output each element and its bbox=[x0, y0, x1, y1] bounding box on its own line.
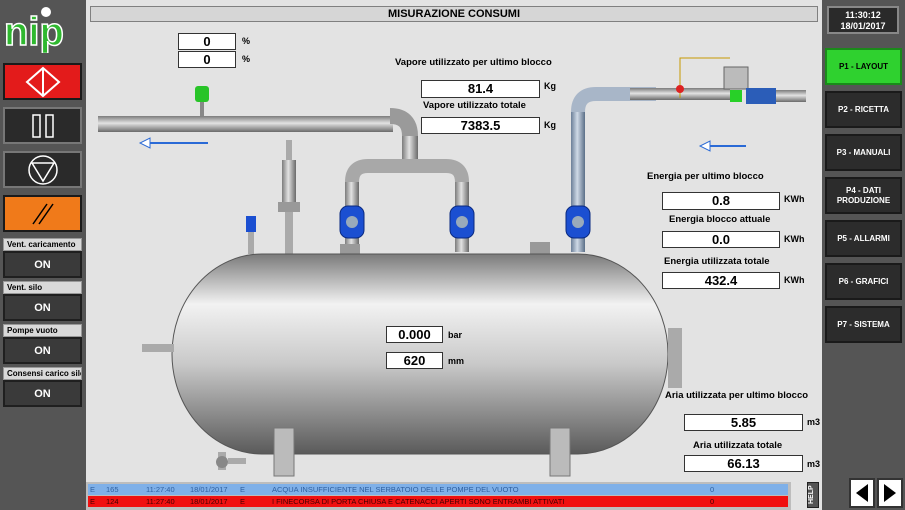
green-sensor bbox=[195, 86, 209, 116]
percent-value-1: 0 bbox=[178, 33, 236, 50]
pompe-vuoto-toggle[interactable]: ON bbox=[3, 337, 82, 364]
air-last-block-label: Aria utilizzata per ultimo blocco bbox=[665, 390, 809, 401]
alarm-row[interactable]: E 124 11:27:40 18/01/2017 E I FINECORSA … bbox=[88, 496, 788, 507]
energy-current-unit: KWh bbox=[784, 234, 805, 244]
alarm-list[interactable]: E 165 11:27:40 18/01/2017 E ACQUA INSUFF… bbox=[86, 482, 791, 510]
energy-last-block-unit: KWh bbox=[784, 194, 805, 204]
nav-p1-layout[interactable]: P1 - LAYOUT bbox=[825, 48, 902, 85]
nav-p3-manuali[interactable]: P3 - MANUALI bbox=[825, 134, 902, 171]
air-last-block-unit: m3 bbox=[807, 417, 821, 427]
tank-level-unit: mm bbox=[448, 356, 465, 366]
steam-last-block-value: 81.4 bbox=[421, 80, 540, 98]
safety-valve bbox=[278, 140, 300, 254]
energy-total-value: 432.4 bbox=[662, 272, 780, 289]
regulating-valve bbox=[676, 57, 806, 104]
drain-valve bbox=[216, 452, 246, 470]
left-control-panel: nip Vent. caricamento ON Vent. silo ON P… bbox=[0, 0, 86, 510]
vent-silo-toggle[interactable]: ON bbox=[3, 294, 82, 321]
tank-pressure-value: 0.000 bbox=[386, 326, 443, 343]
nip-logo: nip bbox=[3, 7, 65, 53]
energy-total-unit: KWh bbox=[784, 275, 805, 285]
small-blue-valve bbox=[246, 216, 256, 254]
reset-button[interactable] bbox=[3, 195, 82, 232]
butterfly-valve-3 bbox=[565, 205, 591, 239]
air-last-block-value: 5.85 bbox=[684, 414, 803, 431]
tank-right-gauge bbox=[668, 328, 682, 388]
start-button[interactable] bbox=[3, 63, 82, 100]
energy-total-label: Energia utilizzata totale bbox=[664, 256, 770, 267]
energy-last-block-label: Energia per ultimo blocco bbox=[647, 171, 764, 182]
vent-silo-label: Vent. silo bbox=[3, 281, 82, 294]
nav-p4-dati-produzione[interactable]: P4 - DATI PRODUZIONE bbox=[825, 177, 902, 214]
percent-value-2: 0 bbox=[178, 51, 236, 68]
clock-display: 11:30:12 18/01/2017 bbox=[827, 6, 899, 34]
energy-last-block-value: 0.8 bbox=[662, 192, 780, 210]
pompe-vuoto-label: Pompe vuoto bbox=[3, 324, 82, 337]
next-page-button[interactable] bbox=[877, 478, 903, 508]
steam-total-value: 7383.5 bbox=[421, 117, 540, 134]
tank-level-value: 620 bbox=[386, 352, 443, 369]
air-total-label: Aria utilizzata totale bbox=[693, 440, 783, 451]
energy-current-value: 0.0 bbox=[662, 231, 780, 248]
stop-button[interactable] bbox=[3, 151, 82, 188]
consensi-carico-silo-label: Consensi carico silo bbox=[3, 367, 82, 380]
steam-last-block-label: Vapore utilizzato per ultimo blocco bbox=[395, 57, 552, 68]
butterfly-valve-2 bbox=[449, 205, 475, 239]
steam-pipe-horizontal bbox=[98, 116, 393, 132]
vent-caricamento-toggle[interactable]: ON bbox=[3, 251, 82, 278]
arrow-left-icon bbox=[856, 484, 868, 502]
percent-unit-1: % bbox=[242, 36, 251, 46]
clock-time: 11:30:12 bbox=[845, 10, 881, 20]
pause-icon bbox=[31, 113, 54, 138]
air-total-unit: m3 bbox=[807, 459, 821, 469]
flow-arrow-left-1 bbox=[138, 137, 208, 149]
right-navigation-panel: 11:30:12 18/01/2017 P1 - LAYOUT P2 - RIC… bbox=[822, 0, 905, 510]
alarm-row[interactable]: E 165 11:27:40 18/01/2017 E ACQUA INSUFF… bbox=[88, 484, 788, 495]
tank-left-nozzle bbox=[142, 344, 174, 352]
percent-unit-2: % bbox=[242, 54, 251, 64]
help-button[interactable]: HELP bbox=[807, 482, 819, 508]
stop-triangle-icon bbox=[27, 154, 58, 185]
prev-page-button[interactable] bbox=[849, 478, 875, 508]
arrow-right-icon bbox=[884, 484, 896, 502]
steam-total-label: Vapore utilizzato totale bbox=[423, 100, 526, 111]
pause-button[interactable] bbox=[3, 107, 82, 144]
svg-text:nip: nip bbox=[4, 10, 64, 53]
consensi-carico-silo-toggle[interactable]: ON bbox=[3, 380, 82, 407]
reset-slash-icon bbox=[31, 203, 54, 224]
tank-pressure-unit: bar bbox=[448, 330, 463, 340]
clock-date: 18/01/2017 bbox=[840, 21, 886, 31]
process-diagram bbox=[98, 57, 806, 477]
nav-p7-sistema[interactable]: P7 - SISTEMA bbox=[825, 306, 902, 343]
butterfly-valve-1 bbox=[339, 205, 365, 239]
steam-total-unit: Kg bbox=[544, 120, 556, 130]
nav-p5-allarmi[interactable]: P5 - ALLARMI bbox=[825, 220, 902, 257]
start-diamond-icon bbox=[24, 66, 61, 97]
energy-current-label: Energia blocco attuale bbox=[669, 214, 771, 225]
steam-last-block-unit: Kg bbox=[544, 81, 556, 91]
flow-arrow-left-2 bbox=[698, 140, 746, 152]
page-title: MISURAZIONE CONSUMI bbox=[90, 6, 818, 22]
air-total-value: 66.13 bbox=[684, 455, 803, 472]
nav-p6-grafici[interactable]: P6 - GRAFICI bbox=[825, 263, 902, 300]
vent-caricamento-label: Vent. caricamento bbox=[3, 238, 82, 251]
nav-p2-ricetta[interactable]: P2 - RICETTA bbox=[825, 91, 902, 128]
